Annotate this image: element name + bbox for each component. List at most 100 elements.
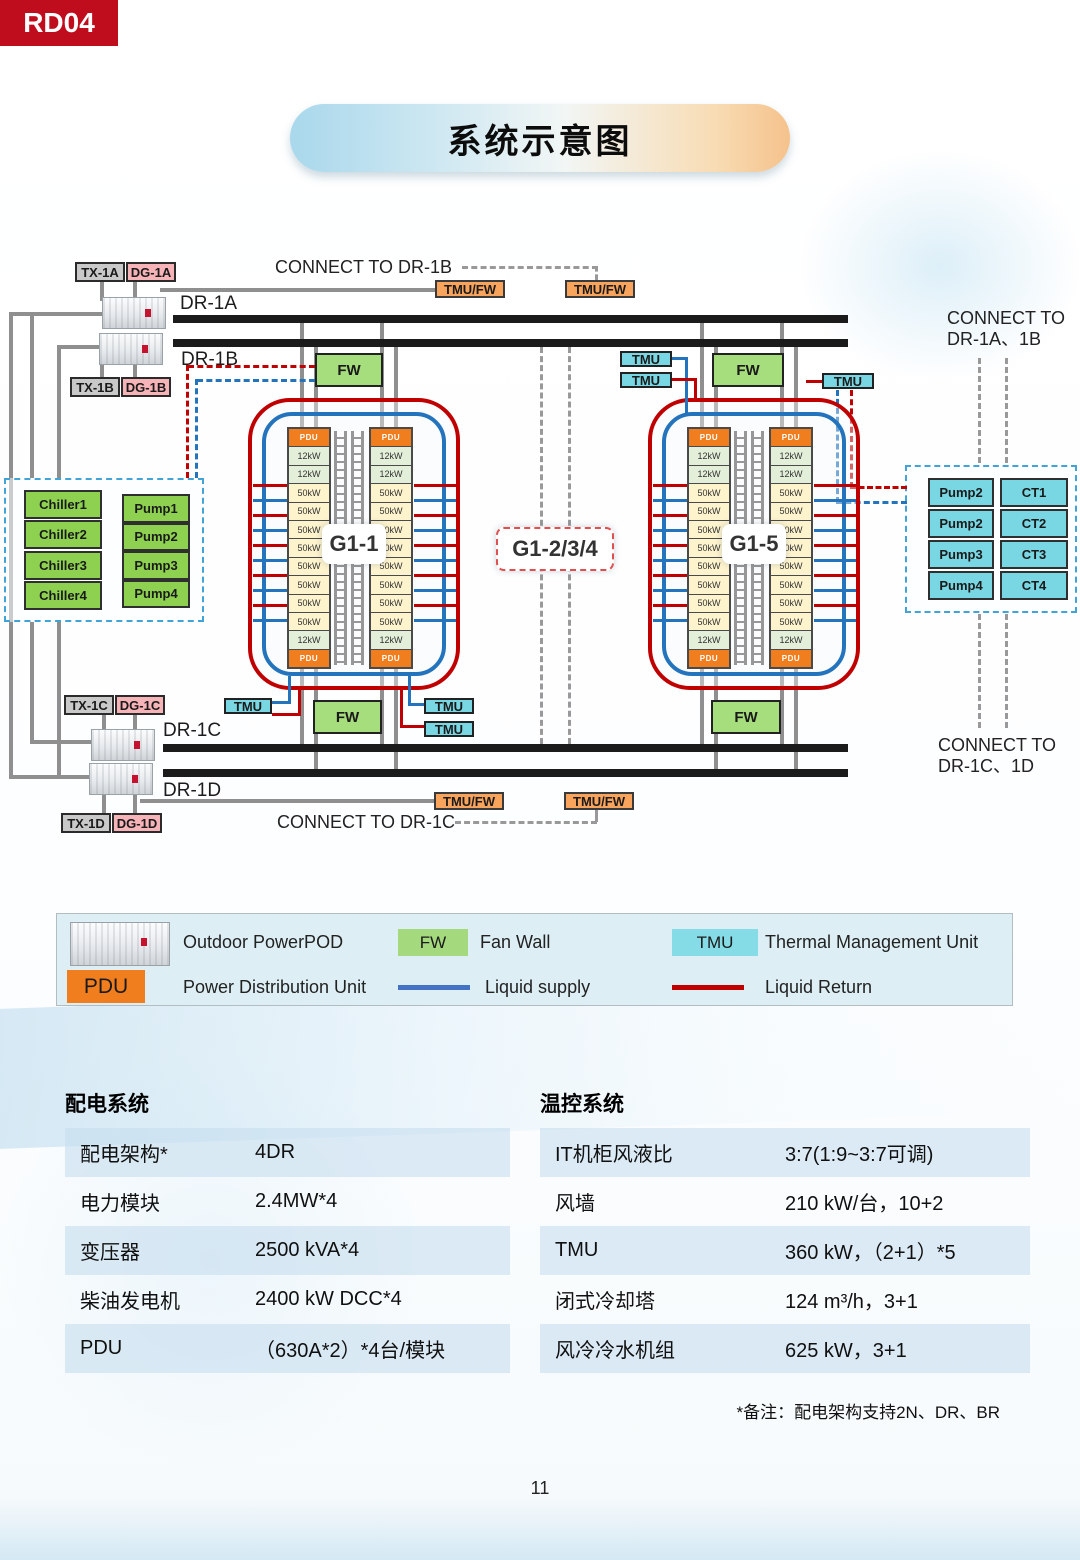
power-line (30, 312, 102, 316)
dr-1b-bus (173, 339, 848, 347)
chiller-box: Chiller1 (24, 490, 102, 519)
return-pipe-dashed (186, 365, 189, 478)
power-line (9, 775, 59, 779)
rack-cell: 50kW (289, 502, 329, 521)
chiller-box: Chiller2 (24, 520, 102, 550)
dashed-connector (978, 614, 981, 728)
pump-box: Pump1 (122, 494, 190, 523)
power-line (700, 668, 704, 744)
row-label: PDU (80, 1337, 123, 1359)
pump-box: Pump2 (928, 509, 994, 538)
rack-cell: 50kW (771, 576, 811, 595)
bus-label-dr-1d: DR-1D (163, 780, 222, 801)
row-value: 625 kW，3+1 (785, 1340, 907, 1362)
power-system-table: 配电系统 配电架构* 4DR 电力模块 2.4MW*4 变压器 2500 kVA… (65, 1088, 510, 1373)
powerpod-container-icon (91, 729, 155, 761)
power-line (780, 668, 784, 744)
power-line (100, 281, 104, 301)
power-line (700, 323, 704, 427)
row-label: 电力模块 (80, 1193, 160, 1215)
dashed-connector (462, 266, 598, 269)
tmu-fw-box: TMU/FW (564, 792, 634, 810)
connect-right-top-line1: CONNECT TO (947, 308, 1066, 328)
supply-pipe-dashed (197, 379, 315, 382)
power-line (300, 668, 304, 744)
fan-wall-box: FW (712, 353, 784, 387)
rack-cell: 12kW (689, 631, 729, 650)
row-value: 2500 kVA*4 (255, 1239, 360, 1261)
power-line (140, 799, 434, 803)
power-line (794, 668, 798, 769)
legend-liquid-supply-label: Liquid supply (485, 977, 591, 997)
rack-cell: 12kW (289, 631, 329, 650)
rack-cell: PDU (689, 429, 729, 448)
row-value: 360 kW，（2+1）*5 (785, 1242, 956, 1264)
page-badge: RD04 (0, 0, 118, 46)
supply-pipe-dashed (836, 390, 839, 503)
row-label: 风墙 (555, 1193, 595, 1215)
tmu-box: TMU (224, 698, 272, 714)
rack-cell: 50kW (289, 539, 329, 558)
table-row: 风冷冷水机组 625 kW，3+1 (540, 1324, 1030, 1373)
row-label: IT机柜风液比 (555, 1144, 673, 1166)
connect-to-dr1c-label: CONNECT TO DR-1C (277, 812, 456, 832)
row-value: 2.4MW*4 (255, 1190, 338, 1212)
rack-cell: PDU (371, 649, 411, 668)
dr-1d-bus (163, 769, 848, 777)
page-title: 系统示意图 (290, 104, 790, 172)
bus-label-dr-1b: DR-1B (181, 349, 239, 370)
rack-cell: 50kW (289, 576, 329, 595)
rack-cell: 50kW (371, 484, 411, 503)
legend-fw-chip: FW (398, 929, 468, 956)
power-line (394, 347, 398, 427)
power-line (30, 622, 34, 742)
row-label: 配电架构* (80, 1144, 168, 1166)
legend-pdu-label: Power Distribution Unit (183, 977, 367, 997)
dashed-connector (978, 358, 981, 463)
fan-wall-box: FW (313, 700, 382, 734)
rack-cell: 12kW (689, 447, 729, 466)
source-tx-1a: TX-1A (75, 262, 125, 282)
rack-cell: 50kW (689, 576, 729, 595)
background-wash-bottom (0, 1495, 1080, 1560)
power-line (102, 794, 106, 814)
tmu-box: TMU (620, 351, 672, 367)
dashed-connector (1005, 358, 1008, 463)
rack-cell: 50kW (289, 594, 329, 613)
power-line (794, 347, 798, 427)
rack-cell: 50kW (771, 502, 811, 521)
chiller-box: Chiller4 (24, 580, 102, 610)
return-pipe (806, 380, 822, 383)
power-line (133, 281, 137, 301)
row-value: 4DR (255, 1141, 296, 1163)
return-pipe (672, 378, 697, 381)
return-pipe-dashed (850, 486, 907, 489)
power-line (380, 668, 384, 744)
rack-cell: 50kW (371, 576, 411, 595)
rack-cell: 50kW (689, 594, 729, 613)
cooling-tower-box: CT4 (1000, 571, 1068, 600)
power-line (300, 323, 304, 427)
table-row: 闭式冷却塔 124 m³/h，3+1 (540, 1275, 1030, 1324)
cooling-system-table: 温控系统 IT机柜风液比 3:7(1:9~3:7可调) 风墙 210 kW/台，… (540, 1088, 1030, 1373)
rack-cell: 12kW (289, 465, 329, 485)
power-system-rows: 配电架构* 4DR 电力模块 2.4MW*4 变压器 2500 kVA*4 柴油… (65, 1128, 510, 1373)
powerpod-container-icon (70, 922, 170, 966)
supply-pipe (408, 703, 424, 706)
rack-cell: PDU (771, 429, 811, 448)
source-tx-1b: TX-1B (70, 377, 120, 397)
power-line (160, 288, 435, 292)
source-tx-1c: TX-1C (64, 695, 114, 715)
supply-pipe-dashed (195, 379, 198, 478)
tmu-box: TMU (822, 373, 874, 389)
rack-cell: 12kW (771, 631, 811, 650)
row-value: 124 m³/h，3+1 (785, 1291, 918, 1313)
cooling-system-title: 温控系统 (540, 1093, 624, 1116)
tmu-box: TMU (424, 698, 474, 714)
tmu-fw-box: TMU/FW (565, 280, 635, 298)
table-row: TMU 360 kW，（2+1）*5 (540, 1226, 1030, 1275)
power-line (100, 362, 104, 378)
cooling-tower-box: CT2 (1000, 509, 1068, 538)
